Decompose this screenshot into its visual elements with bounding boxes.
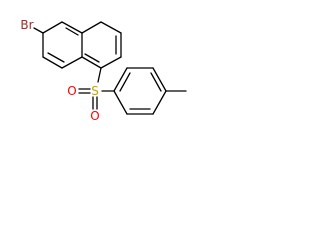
sulfonyl-oxygen-bonds — [78, 88, 98, 110]
tolyl-ring — [113, 67, 167, 115]
bond-c-s — [97, 67, 102, 83]
naphthalene-left-ring — [42, 21, 83, 69]
bromine-atom-label: Br — [20, 18, 33, 32]
sulfur-atom-label: S — [91, 84, 99, 98]
oxygen-atom-label-bottom: O — [90, 109, 99, 123]
bond-c-br — [33, 27, 44, 34]
chemical-structure: Br S O O — [20, 18, 187, 123]
naphthalene-right-ring — [81, 21, 122, 69]
oxygen-atom-label-left: O — [67, 84, 76, 98]
